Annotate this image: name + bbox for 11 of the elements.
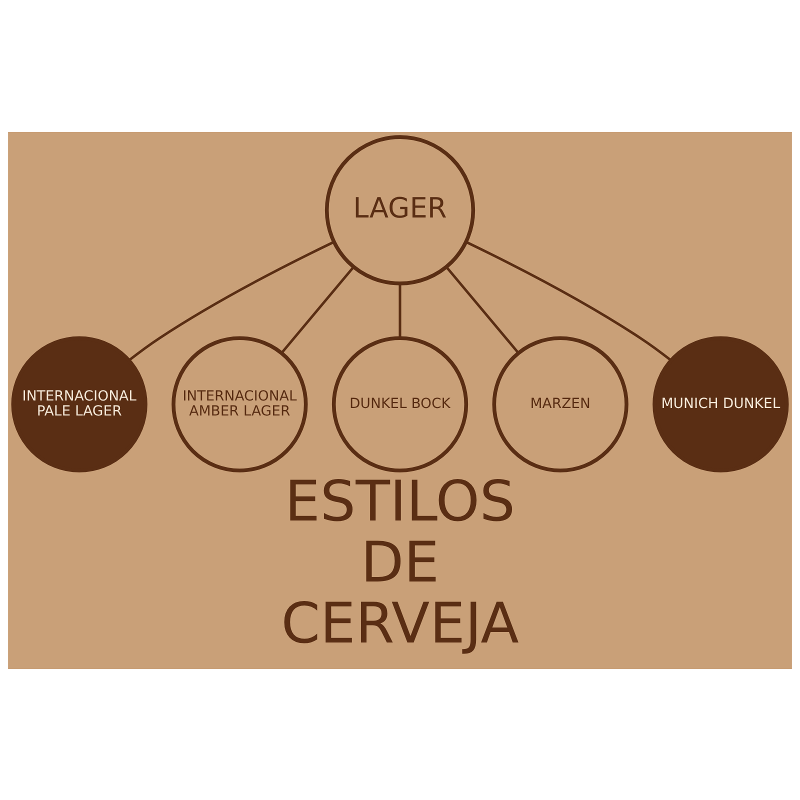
- node-circle: INTERNACIONAL AMBER LAGER: [172, 336, 308, 472]
- node-circle: DUNKEL BOCK: [332, 336, 468, 472]
- connector: [445, 266, 520, 354]
- node-circle: INTERNACIONAL PALE LAGER: [11, 336, 148, 472]
- node-circle: MARZEN: [492, 336, 628, 472]
- connector: [128, 240, 334, 361]
- node-circle: MUNICH DUNKEL: [652, 336, 789, 472]
- connector: [466, 240, 672, 361]
- node-circle: LAGER: [324, 134, 476, 285]
- connector: [280, 266, 355, 354]
- connector: [398, 283, 402, 338]
